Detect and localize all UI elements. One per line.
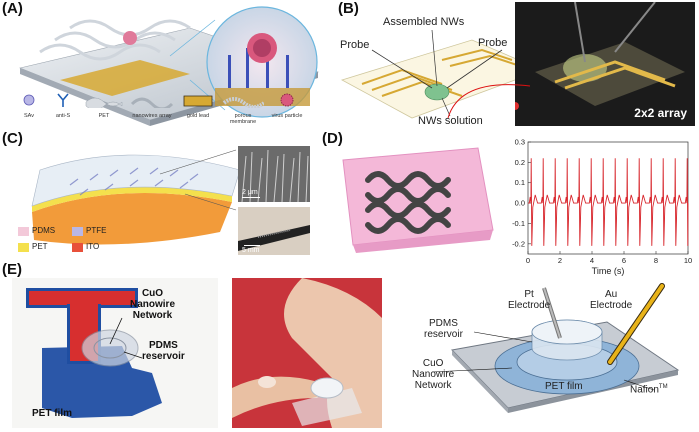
legend-swatch-ito <box>72 243 83 252</box>
legend-swatch-pdms <box>18 227 29 236</box>
chart-frame <box>527 141 689 255</box>
legend-label-pdms: PDMS <box>32 226 56 235</box>
legend-gold: gold lead <box>180 92 216 119</box>
diagram-label-au: Au Electrode <box>590 289 633 311</box>
antibody-icon <box>57 93 69 107</box>
diagram-label-pdms: PDMS reservoir <box>424 318 463 340</box>
legend-virus: virus particle <box>270 92 304 119</box>
panel-label-c: (C) <box>2 130 23 147</box>
sav-icon <box>23 94 35 106</box>
nws-solution-callout <box>447 84 531 119</box>
panel-label-a: (A) <box>2 0 23 17</box>
y-tick-label-0: -0.2 <box>512 239 525 248</box>
panel-b-photo: 2x2 array <box>515 2 695 126</box>
label-probe-left: Probe <box>340 39 370 51</box>
diagram-label-pet: PET film <box>545 381 583 392</box>
chart-ticks: 0 2 4 6 8 10 -0.2 -0.1 0.0 0.1 0.2 0.3 <box>512 138 692 266</box>
label-probe-right: Probe <box>478 37 508 49</box>
chart-xlabel: Time (s) <box>592 266 625 276</box>
legend-label-ptfe: PTFE <box>86 226 107 235</box>
scale-label-top: 2 μm <box>242 189 258 196</box>
panel-label-d: (D) <box>322 130 343 147</box>
diagram-label-nafion: NafionTM <box>630 384 668 396</box>
scale-bar-bottom <box>244 244 260 246</box>
x-tick-label-2: 4 <box>590 256 594 265</box>
x-tick-label-5: 10 <box>684 256 692 265</box>
panel-e-photo-hand <box>232 278 382 428</box>
nanowire-array-icon <box>130 97 174 111</box>
scale-label-bottom: 5 mm <box>242 247 260 254</box>
label-assembled-nws: Assembled NWs <box>383 16 465 28</box>
x-tick-label-4: 8 <box>654 256 658 265</box>
virus-icon <box>280 93 294 107</box>
x-tick-label-0: 0 <box>526 256 530 265</box>
panel-c-sem-image: 2 μm <box>238 146 310 202</box>
gold-lead-icon <box>183 95 213 107</box>
label-nws-solution: NWs solution <box>418 115 483 127</box>
panel-label-b: (B) <box>338 0 359 17</box>
panel-d-chart: 0 2 4 6 8 10 -0.2 -0.1 0.0 0.1 0.2 0.3 Time (s) <box>512 138 692 277</box>
legend-swatch-ptfe <box>72 227 83 236</box>
diagram-label-cuo: CuO Nanowire Network <box>412 358 455 391</box>
y-tick-label-1: -0.1 <box>512 219 525 228</box>
x-tick-label-1: 2 <box>558 256 562 265</box>
legend-pet: PET <box>84 92 124 119</box>
scale-bar-top <box>242 196 260 198</box>
porous-membrane-icon <box>222 97 266 109</box>
panel-label-e: (E) <box>2 261 22 278</box>
legend-nanowires: nanowires array <box>130 92 174 119</box>
legend-label-ito: ITO <box>86 242 100 251</box>
chart-axes <box>527 141 689 255</box>
label-2x2-array: 2x2 array <box>634 106 687 120</box>
panel-a-illustration <box>19 6 319 126</box>
y-tick-label-3: 0.1 <box>515 178 525 187</box>
chart-series-line <box>527 158 689 246</box>
y-tick-label-4: 0.2 <box>515 158 525 167</box>
diagram-label-pt: Pt Electrode <box>508 289 551 311</box>
photo-label-cuo: CuO Nanowire Network <box>130 288 176 321</box>
photo-label-pet: PET film <box>32 408 73 419</box>
y-tick-label-2: 0.0 <box>515 199 525 208</box>
legend-sav: SAv <box>14 92 44 119</box>
panel-c-legend: PDMS PTFE PET ITO <box>18 226 138 257</box>
panel-e-photo-logo: CuO Nanowire Network PDMS reservoir PET … <box>12 278 218 428</box>
photo-label-pdms: PDMS reservoir <box>142 340 185 362</box>
panel-a-legend: SAv anti-S PET nanowires array gold lead… <box>14 92 314 140</box>
legend-membrane: porous membrane <box>222 92 266 125</box>
pet-sheet-icon <box>85 97 123 111</box>
legend-label-pet: PET <box>32 242 48 251</box>
legend-anti-s: anti-S <box>48 92 78 119</box>
panel-e-diagram <box>431 283 680 413</box>
legend-swatch-pet <box>18 243 29 252</box>
y-tick-label-5: 0.3 <box>515 138 525 147</box>
x-tick-label-3: 6 <box>622 256 626 265</box>
panel-c-photo: 5 mm <box>238 207 310 255</box>
panel-d-sensor-illustration <box>342 147 494 253</box>
